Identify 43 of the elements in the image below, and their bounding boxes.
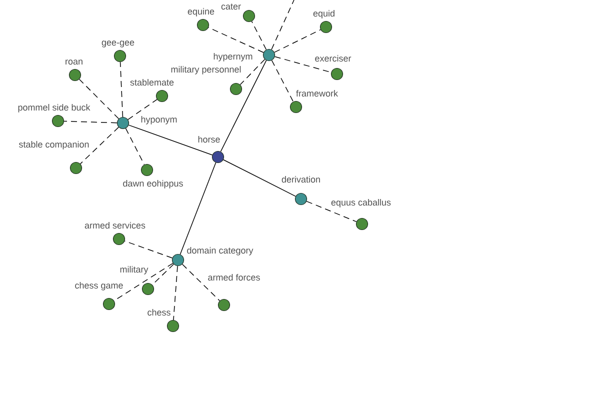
node-label: chess bbox=[148, 308, 170, 316]
connector-line bbox=[128, 124, 213, 156]
node-label: military bbox=[120, 266, 148, 274]
connector-line bbox=[64, 120, 118, 124]
node-label: horse bbox=[198, 136, 220, 143]
node-label: armed services bbox=[84, 222, 146, 229]
node-label: exerciser bbox=[315, 54, 352, 62]
node-label: chess game bbox=[75, 282, 123, 290]
node-label: roan bbox=[66, 60, 82, 65]
connector-line bbox=[271, 60, 294, 102]
connector-line bbox=[240, 58, 266, 86]
node-label: military personnel bbox=[171, 66, 241, 74]
node-label: gee-gee bbox=[102, 40, 134, 48]
node-label: domain category bbox=[187, 246, 254, 256]
node-label: framework bbox=[296, 90, 338, 97]
connector-line bbox=[274, 29, 321, 53]
node-label: derivation bbox=[282, 176, 320, 183]
node-label: stablemate bbox=[130, 78, 174, 86]
connector-line bbox=[124, 240, 173, 258]
connector-line bbox=[208, 27, 264, 53]
connector-line bbox=[223, 159, 296, 197]
node-label: cater bbox=[221, 4, 241, 10]
connector-line bbox=[251, 21, 267, 50]
node-label: dawn eohippus bbox=[123, 180, 183, 188]
connector-line bbox=[173, 266, 178, 320]
node-label: hypernym bbox=[214, 52, 252, 62]
connector-line bbox=[78, 78, 120, 120]
connector-line bbox=[271, 0, 294, 50]
connector-line bbox=[182, 264, 220, 302]
node-label: equine bbox=[188, 8, 214, 16]
connector-line bbox=[180, 162, 216, 255]
connector-line bbox=[80, 126, 119, 164]
node-label: equus caballus bbox=[331, 198, 391, 208]
connector-line bbox=[220, 60, 267, 152]
node-label: equid bbox=[313, 10, 334, 18]
node-label: stable companion bbox=[18, 140, 89, 150]
node-label: armed forces bbox=[208, 274, 260, 281]
connector-line bbox=[125, 128, 145, 165]
connector-line bbox=[306, 200, 357, 222]
node-label: pommel side buck bbox=[18, 104, 90, 112]
node-label: hyponym bbox=[141, 116, 177, 124]
connector-line bbox=[128, 99, 158, 120]
connector-line bbox=[120, 62, 124, 118]
